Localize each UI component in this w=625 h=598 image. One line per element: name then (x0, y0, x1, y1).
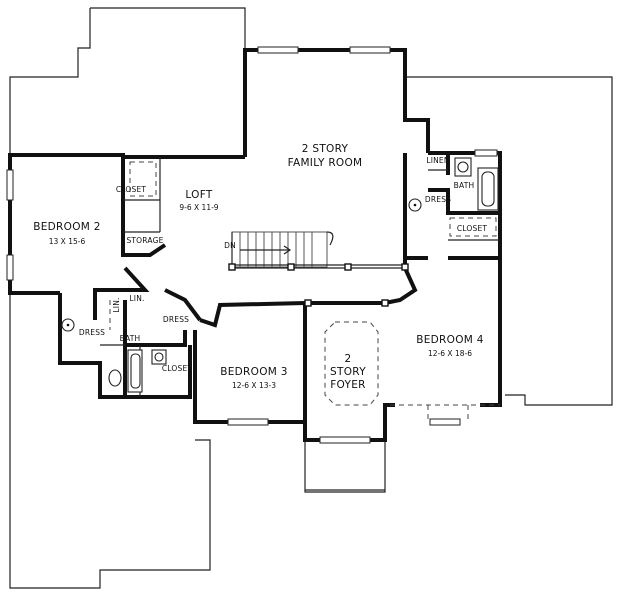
bath-left-label: BATH (120, 334, 141, 343)
closet-b2-label: CLOSET (116, 185, 147, 194)
foyer-label-3: FOYER (330, 379, 366, 391)
stair-dn-label: DN (224, 241, 236, 250)
foyer-opening (304, 299, 389, 406)
storage-label: STORAGE (126, 236, 163, 245)
foyer-label-1: 2 (345, 353, 352, 365)
bedroom4-dims: 12-6 X 18-6 (428, 349, 472, 358)
lin-label-b: LIN. (112, 297, 121, 312)
dress-mid-label: DRESS (163, 315, 189, 324)
family-room-label-1: 2 STORY (302, 143, 349, 155)
bedroom4-label: BEDROOM 4 (416, 334, 484, 346)
lin-label-a: LIN. (129, 294, 144, 303)
dress-left-label: DRESS (79, 328, 105, 337)
stair (228, 231, 409, 271)
closet-b3-label: CLOSET (162, 364, 193, 373)
dress-right-label: DRESS (425, 195, 451, 204)
interior-walls (93, 153, 500, 399)
bedroom3-dims: 12-6 X 13-3 (232, 381, 276, 390)
bedroom2-label: BEDROOM 2 (33, 221, 101, 233)
linen-right-label: LINEN (426, 156, 449, 165)
fixtures (61, 157, 499, 393)
room-labels: 2 STORY FAMILY ROOM LOFT 9-6 X 11-9 BEDR… (33, 143, 487, 391)
windows (6, 46, 498, 444)
closet-right-label: CLOSET (457, 224, 488, 233)
lower-level-outline (9, 7, 613, 589)
family-room-label-2: FAMILY ROOM (288, 157, 363, 169)
loft-dims: 9-6 X 11-9 (179, 203, 218, 212)
bedroom3-label: BEDROOM 3 (220, 366, 288, 378)
loft-label: LOFT (185, 189, 212, 201)
foyer-label-2: STORY (330, 366, 366, 378)
bedroom2-dims: 13 X 15-6 (49, 237, 86, 246)
dashed-lines (109, 161, 500, 420)
bath-right-label: BATH (454, 181, 475, 190)
